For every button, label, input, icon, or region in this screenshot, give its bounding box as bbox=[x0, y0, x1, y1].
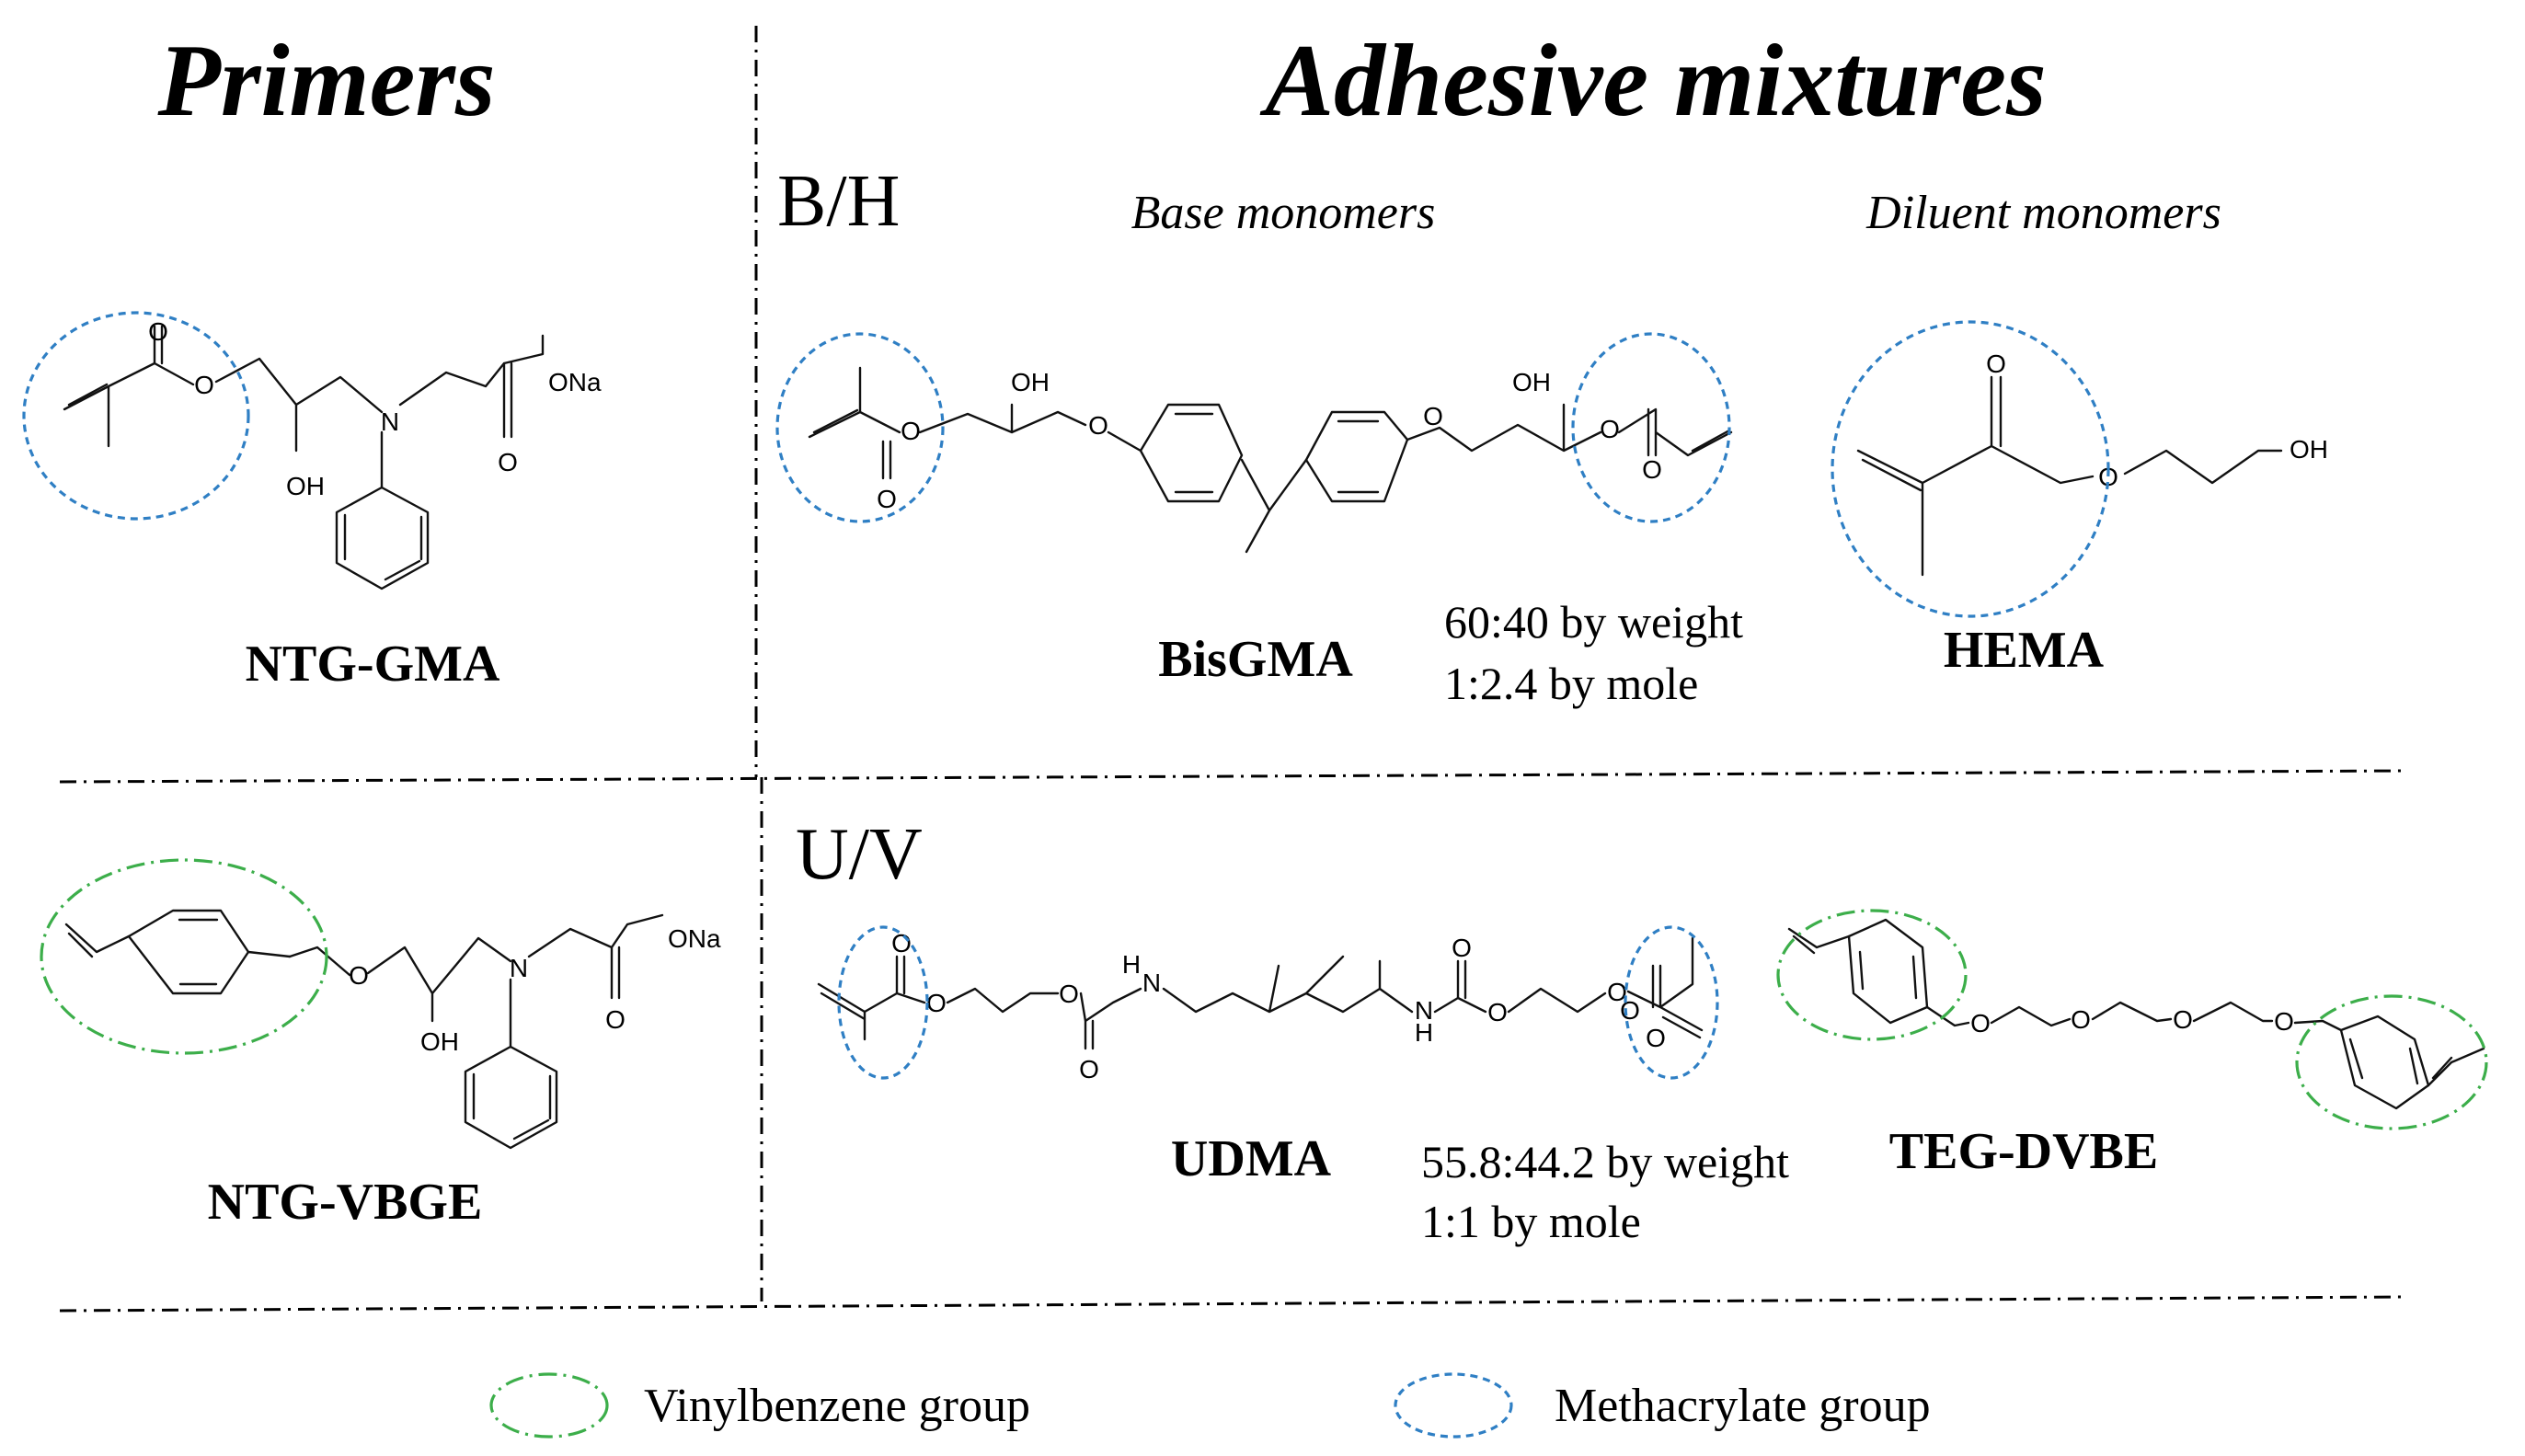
bisgma-carbonyl-o-left: O bbox=[877, 485, 897, 513]
udma-name: UDMA bbox=[1171, 1130, 1332, 1187]
primers-heading: Primers bbox=[156, 24, 495, 138]
legend-vinylbenzene-swatch bbox=[489, 1372, 609, 1439]
teg-dvbe-o-2: O bbox=[2071, 1005, 2091, 1034]
hema-carbonyl-o: O bbox=[1986, 350, 2006, 378]
teg-dvbe-structure: O O O O bbox=[1787, 918, 2485, 1110]
bisgma-oh-right: OH bbox=[1512, 368, 1551, 396]
ntg-vbge-structure: O N ONa O OH bbox=[64, 909, 721, 1150]
udma-structure: O O O O H N N H O O O O O bbox=[817, 929, 1704, 1083]
legend-methacrylate-swatch bbox=[1394, 1372, 1513, 1439]
ntg-gma-ona: ONa bbox=[548, 368, 602, 396]
udma-nh-right-n: N bbox=[1415, 996, 1433, 1025]
adhesive-mixtures-heading: Adhesive mixtures bbox=[1259, 24, 2046, 138]
teg-dvbe-right-ring bbox=[2339, 1015, 2430, 1110]
horizontal-divider-bottom bbox=[59, 1295, 2406, 1313]
udma-nh-left-n: N bbox=[1142, 969, 1161, 997]
hema-methacrylate-outline bbox=[1831, 320, 2110, 618]
ntg-gma-n: N bbox=[381, 407, 399, 436]
udma-methacrylate-outline-right bbox=[1624, 925, 1719, 1080]
horizontal-divider-middle bbox=[59, 769, 2406, 784]
bh-weight-ratio: 60:40 by weight bbox=[1444, 596, 1743, 648]
bisgma-ester-o-left: O bbox=[901, 417, 921, 445]
udma-nh-right-h: H bbox=[1415, 1018, 1433, 1047]
bisgma-left-phenyl bbox=[1139, 403, 1244, 503]
udma-carbonyl-o-right: O bbox=[1646, 1024, 1666, 1052]
ntg-gma-ester-o: O bbox=[194, 371, 214, 399]
udma-o-5: O bbox=[1607, 978, 1627, 1006]
bisgma-ether-o-left: O bbox=[1088, 411, 1108, 440]
udma-methacrylate-outline-left bbox=[837, 925, 929, 1080]
teg-dvbe-left-ring bbox=[1847, 918, 1929, 1025]
section-dividers bbox=[59, 26, 2406, 1313]
ntg-vbge-n: N bbox=[510, 954, 528, 982]
bh-mole-ratio: 1:2.4 by mole bbox=[1444, 658, 1698, 709]
udma-o-3: O bbox=[1452, 934, 1472, 962]
ntg-gma-phenyl-ring bbox=[335, 486, 430, 590]
ntg-gma-acid-o: O bbox=[498, 448, 518, 476]
bisgma-ether-o-right: O bbox=[1423, 402, 1443, 430]
teg-dvbe-o-3: O bbox=[2173, 1005, 2193, 1034]
ntg-gma-methacrylate-outline bbox=[22, 311, 250, 521]
udma-o-1: O bbox=[1059, 980, 1079, 1008]
ntg-gma-structure: O O N ONa O OH bbox=[63, 317, 602, 590]
legend: Vinylbenzene group Methacrylate group bbox=[489, 1372, 1931, 1439]
bisgma-structure: O O OH O O OH O O bbox=[808, 366, 1733, 554]
ntg-gma-carbonyl-o: O bbox=[148, 317, 168, 346]
bisgma-carbonyl-o-right: O bbox=[1642, 455, 1662, 484]
uv-mole-ratio: 1:1 by mole bbox=[1421, 1196, 1641, 1247]
bisgma-methacrylate-outline-right bbox=[1571, 332, 1731, 523]
legend-vinylbenzene-label: Vinylbenzene group bbox=[644, 1380, 1030, 1432]
bisgma-name: BisGMA bbox=[1158, 631, 1353, 688]
base-monomers-heading: Base monomers bbox=[1131, 187, 1436, 239]
teg-dvbe-o-4: O bbox=[2274, 1007, 2294, 1036]
hema-oh: OH bbox=[2290, 435, 2328, 464]
udma-carbonyl-o-left: O bbox=[891, 929, 912, 957]
bisgma-right-phenyl bbox=[1304, 410, 1409, 503]
ntg-gma-bonds bbox=[63, 325, 545, 489]
ntg-vbge-phenyl-ring bbox=[464, 1045, 558, 1150]
ntg-vbge-ether-o: O bbox=[349, 961, 369, 990]
ntg-vbge-acid-o: O bbox=[605, 1005, 626, 1034]
teg-dvbe-vinylbenzene-outline-left bbox=[1776, 909, 1968, 1041]
ntg-vbge-bonds bbox=[64, 913, 664, 1049]
bisgma-methacrylate-outline-left bbox=[775, 332, 945, 523]
teg-dvbe-vinylbenzene-outline-right bbox=[2295, 994, 2488, 1130]
ntg-vbge-vinylbenzene-outline bbox=[40, 858, 328, 1055]
diluent-monomers-heading: Diluent monomers bbox=[1865, 187, 2221, 239]
ntg-vbge-name: NTG-VBGE bbox=[208, 1174, 483, 1231]
hema-ester-o: O bbox=[2098, 463, 2118, 491]
udma-o-4: O bbox=[1487, 998, 1508, 1026]
udma-ester-o-left: O bbox=[926, 989, 947, 1017]
hema-bonds bbox=[1856, 375, 2283, 577]
teg-dvbe-o-1: O bbox=[1970, 1009, 1991, 1038]
legend-methacrylate-label: Methacrylate group bbox=[1555, 1380, 1931, 1432]
ntg-vbge-oh: OH bbox=[420, 1027, 459, 1056]
bisgma-bonds bbox=[808, 366, 1733, 554]
udma-nh-left-h: H bbox=[1122, 950, 1141, 979]
udma-bonds bbox=[817, 936, 1704, 1050]
udma-ester-o-right: O bbox=[1620, 996, 1640, 1025]
uv-weight-ratio: 55.8:44.2 by weight bbox=[1421, 1136, 1789, 1187]
panel-label-uv: U/V bbox=[796, 814, 923, 895]
teg-dvbe-bonds bbox=[1787, 927, 2485, 1087]
hema-name: HEMA bbox=[1944, 622, 2105, 679]
ntg-gma-oh: OH bbox=[286, 472, 325, 500]
bisgma-ester-o-right: O bbox=[1600, 415, 1620, 443]
teg-dvbe-name: TEG-DVBE bbox=[1889, 1123, 2159, 1180]
ntg-gma-name: NTG-GMA bbox=[246, 636, 500, 693]
hema-structure: O O OH bbox=[1856, 350, 2328, 577]
ntg-vbge-ona: ONa bbox=[668, 924, 721, 953]
ntg-vbge-vinylbenzene-ring bbox=[127, 909, 250, 995]
udma-o-2: O bbox=[1079, 1055, 1099, 1083]
panel-label-bh: B/H bbox=[777, 161, 900, 242]
bisgma-oh-left: OH bbox=[1011, 368, 1050, 396]
